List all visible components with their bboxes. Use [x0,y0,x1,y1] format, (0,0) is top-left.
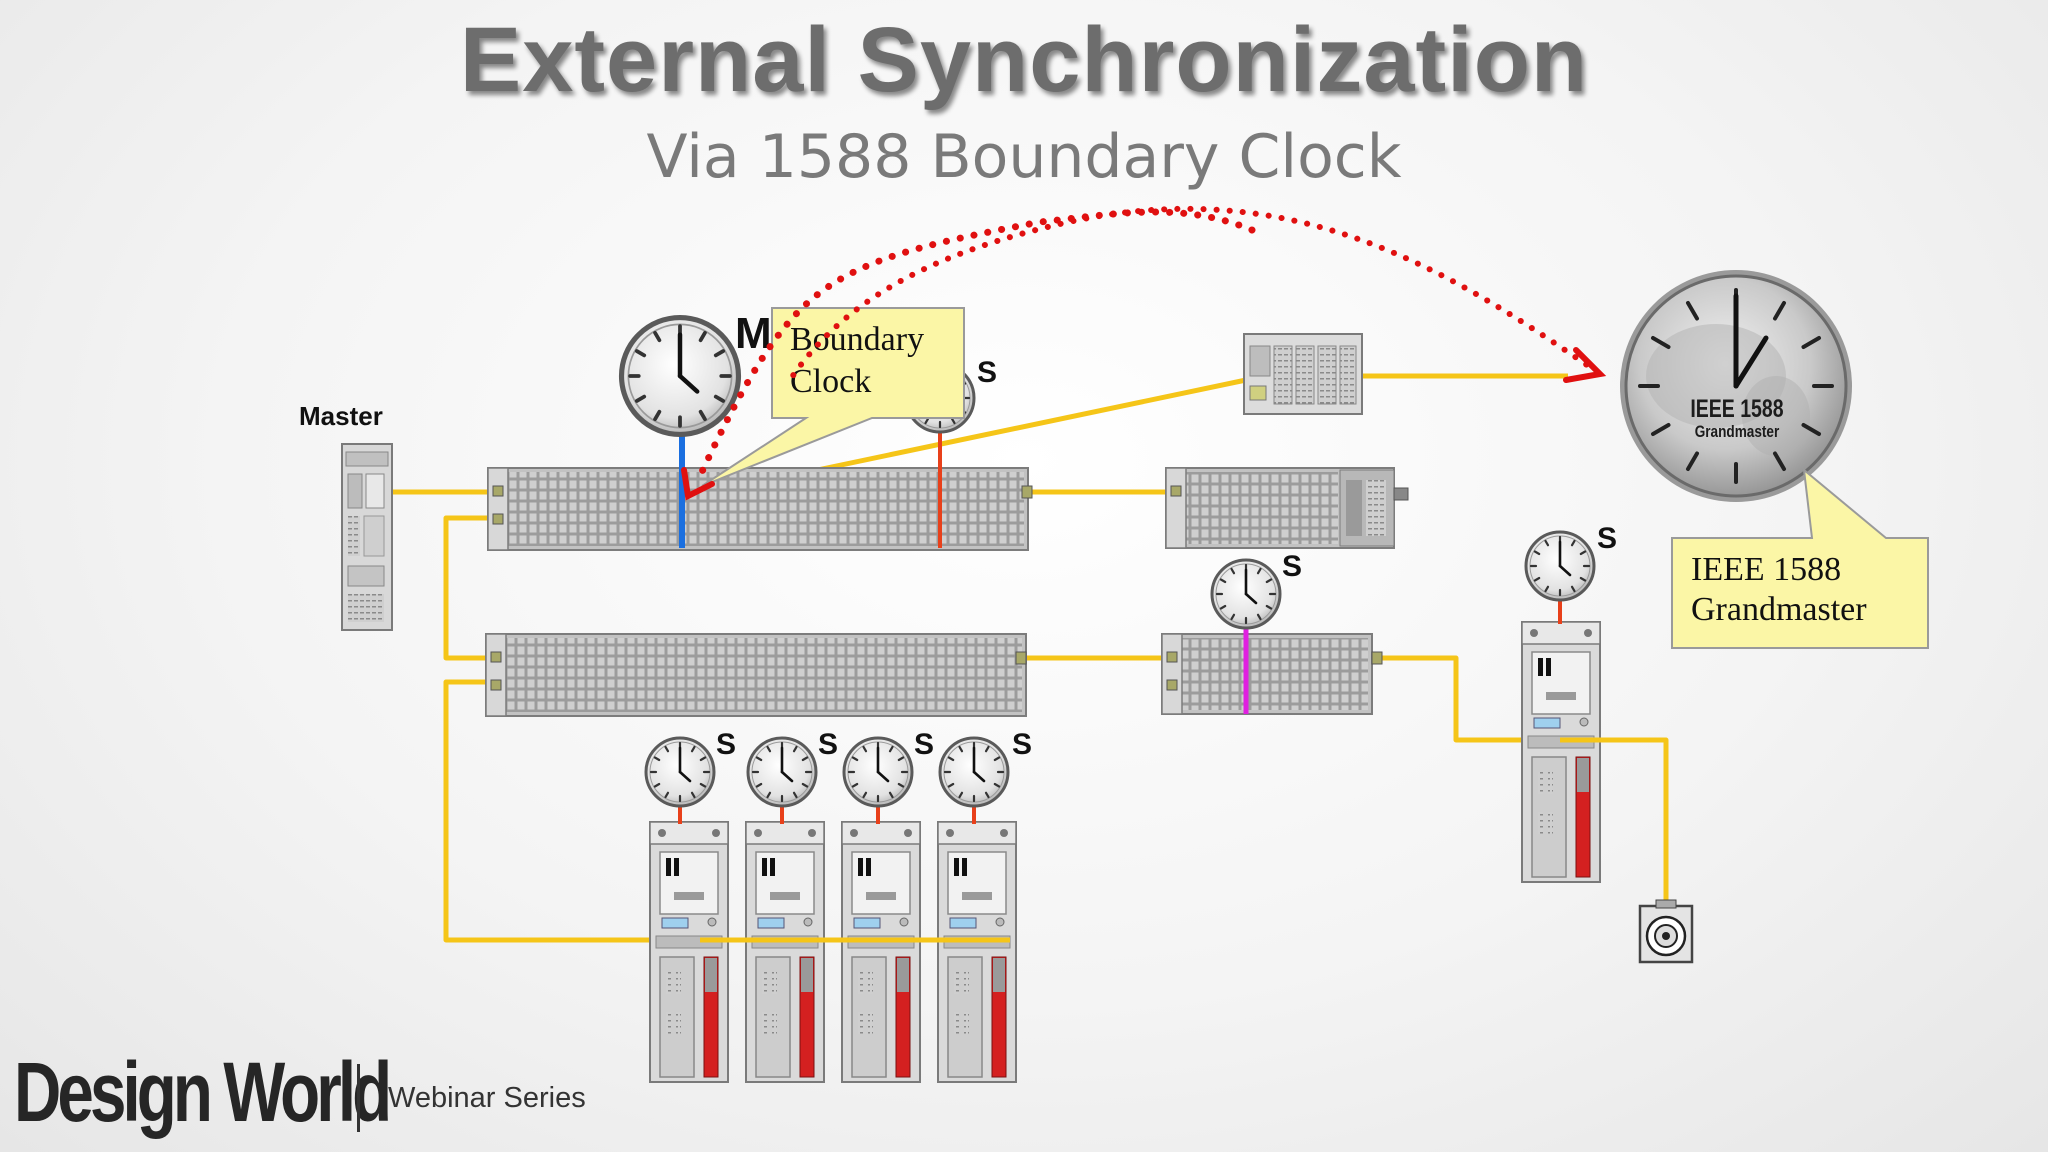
grandmaster-callout-line1: IEEE 1588 [1691,551,1841,588]
s-marker-drive1: S [716,728,736,761]
motor [1638,899,1694,964]
rack2-out-port [1015,651,1027,665]
footer-series-label: Webinar Series [388,1082,586,1114]
page-title: External Synchronization [459,9,1589,111]
rack-1 [487,467,1029,551]
s-marker-bc: S [977,356,997,389]
drive-5 [1521,621,1601,883]
boundary-clock-label-line2: Clock [790,363,871,400]
grandmaster-callout-line2: Grandmaster [1691,591,1867,628]
rack-4 [1161,633,1373,715]
s-marker-drive3: S [914,728,934,761]
s-marker-drive5: S [1597,522,1617,555]
s-marker-rack4: S [1282,550,1302,583]
slave-clock-drive3-icon [842,736,914,808]
drive-3 [841,821,921,1083]
ethernet-switch [1243,333,1363,415]
slave-clock-drive4-icon [938,736,1010,808]
m-marker: M [735,309,772,358]
grandmaster-face-line1: IEEE 1588 [1690,395,1783,423]
arrowhead-bc [681,467,715,501]
rack-3 [1165,467,1409,549]
boundary-clock-label-line1: Boundary [790,321,924,358]
drive-1 [649,821,729,1083]
boundary-clock-callout [701,307,965,487]
rack-2 [485,633,1027,717]
slave-clock-drive2-icon [746,736,818,808]
page-subtitle: Via 1588 Boundary Clock [646,122,1402,192]
drive-2 [745,821,825,1083]
footer-divider [357,1064,360,1132]
slave-clock-drive5-icon [1524,530,1596,602]
grandmaster-face-line2: Grandmaster [1695,423,1780,442]
drive-4 [937,821,1017,1083]
grandmaster-clock-icon [1620,270,1852,502]
grandmaster-callout [1671,467,1929,649]
bc-sync-dotted-path [696,208,1256,480]
master-controller [341,443,393,631]
master-label: Master [299,401,383,431]
rack4-out-port [1371,651,1383,665]
sync-arrows [681,205,1607,501]
arrowhead-grandmaster [1563,347,1607,383]
design-world-logo: Design World [14,1045,392,1139]
slave-clock-drive1-icon [644,736,716,808]
link-rack1-to-rack2 [443,515,496,661]
rack1-out-port [1021,485,1033,499]
s-marker-drive2: S [818,728,838,761]
link-rack4-to-drive-motor [1366,655,1669,908]
slave-clock-rack4-icon [1210,558,1282,630]
s-marker-drive4: S [1012,728,1032,761]
master-clock-icon [622,318,739,435]
